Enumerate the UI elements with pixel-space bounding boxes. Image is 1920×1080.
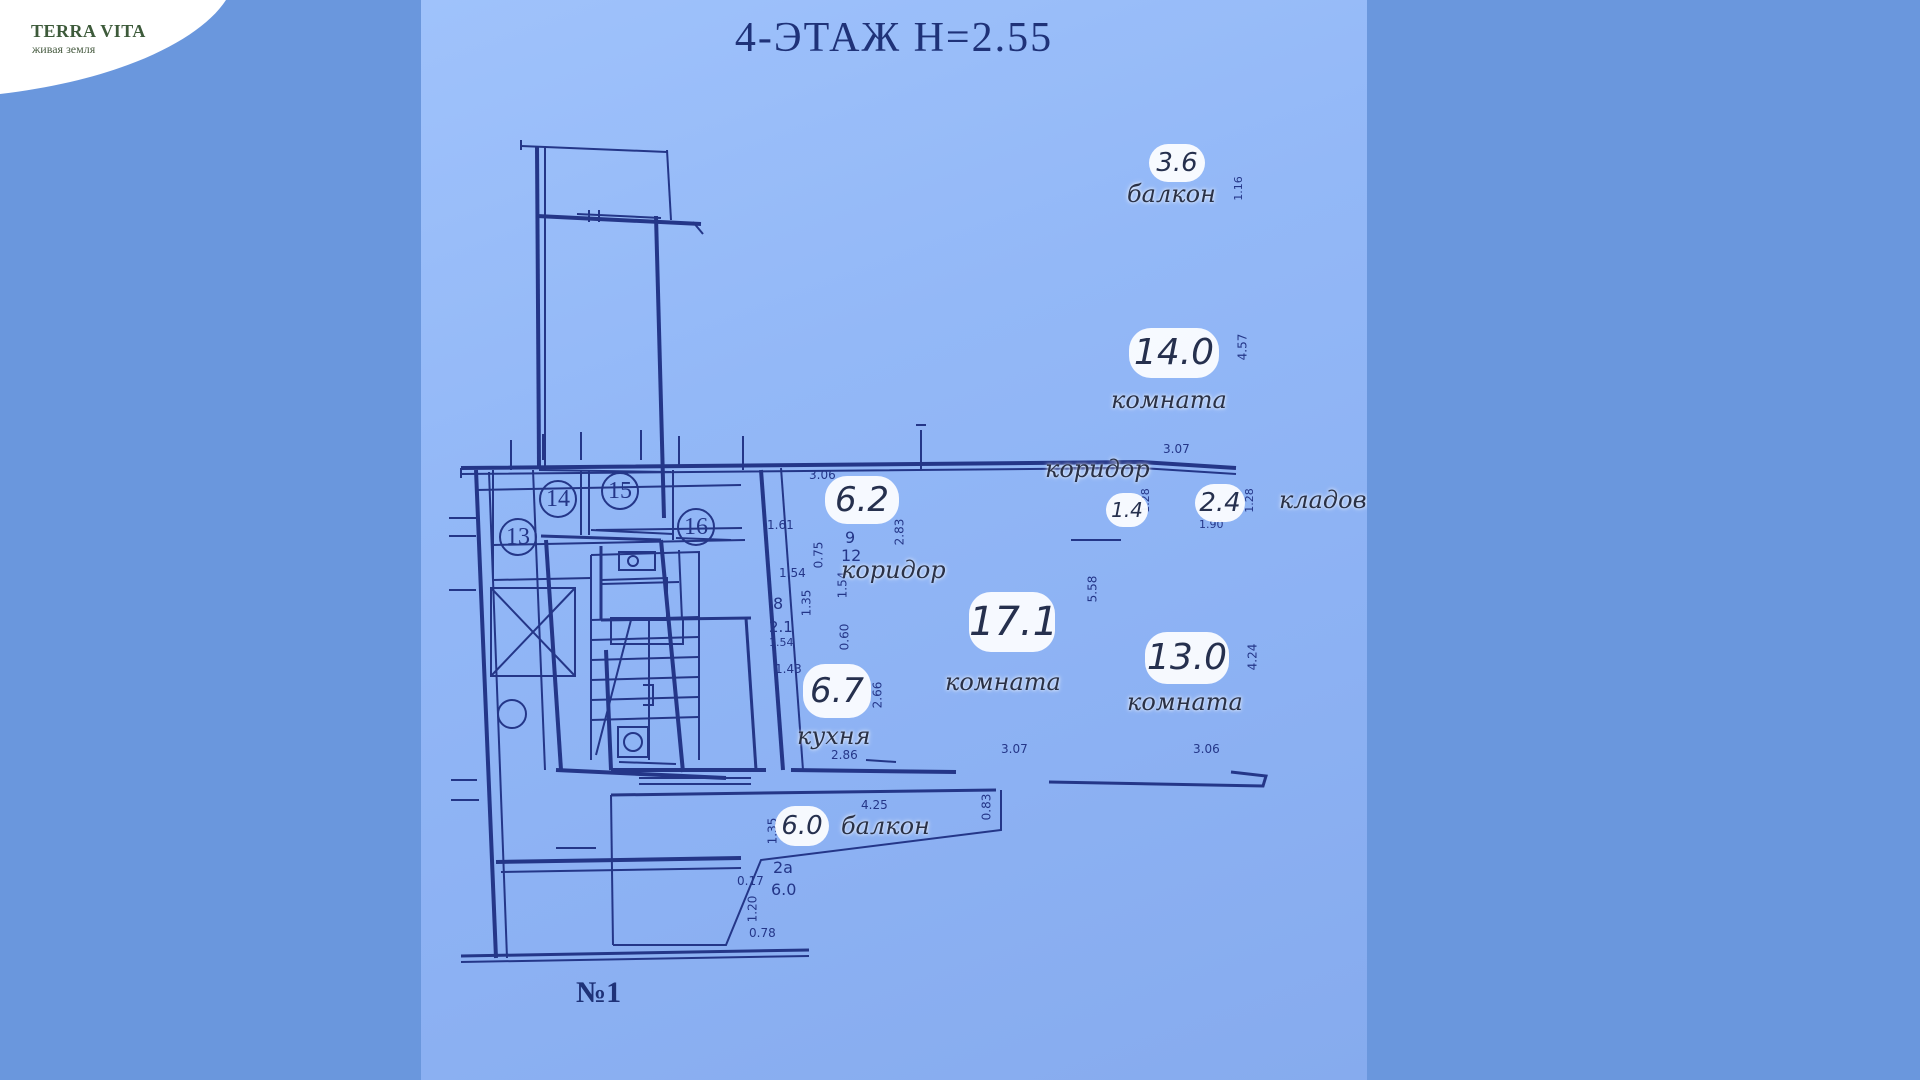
logo-subtitle: живая земля [32, 42, 96, 56]
label-corridor-left: коридор [841, 556, 946, 584]
stair-marker-13: 13 [499, 518, 537, 556]
dimension-label: 3.06 [809, 468, 836, 482]
stair-marker-15: 15 [601, 472, 639, 510]
floor-plan-sheet: 4-ЭТАЖ Н=2.55 [421, 0, 1367, 1080]
dimension-label: 3.07 [1163, 442, 1190, 456]
dimension-label: 2.86 [831, 748, 858, 762]
area-balcony-bottom: 6.0 [775, 806, 829, 846]
room-number: 2а [773, 858, 793, 877]
dimension-label: 1.61 [767, 518, 794, 532]
label-room-14: комната [1111, 386, 1227, 414]
dimension-label: 0.60 [837, 623, 852, 651]
area-storage: 2.4 [1195, 484, 1245, 522]
room-number: 8 [773, 594, 784, 613]
room-number: 9 [845, 528, 856, 547]
plan-title: 4-ЭТАЖ Н=2.55 [734, 15, 1054, 61]
label-room-13: комната [1127, 688, 1243, 716]
area-kitchen: 6.7 [803, 664, 871, 718]
label-corridor-right: коридор [1045, 455, 1150, 483]
label-kitchen: кухня [797, 722, 871, 750]
dimension-label: 0.83 [979, 793, 994, 821]
label-balcony-top: балкон [1127, 180, 1216, 208]
label-storage: кладовка [1279, 486, 1367, 514]
dimension-label: 4.25 [861, 798, 888, 812]
dimension-label: 0.75 [811, 541, 826, 569]
brand-logo: TERRA VITA живая земля [0, 0, 240, 100]
area-corridor-left: 6.2 [825, 476, 899, 524]
logo-corner-shape [0, 0, 226, 94]
dimension-label: 1.54 [779, 566, 806, 580]
stair-marker-14: 14 [539, 480, 577, 518]
area-room-13: 13.0 [1145, 632, 1229, 684]
dimension-label: 1.35 [799, 589, 814, 617]
dimension-label: 3.07 [1001, 742, 1028, 756]
dimension-label: 4.57 [1235, 333, 1250, 361]
dimension-label: 1.16 [1231, 176, 1245, 201]
area-room-17: 17.1 [969, 592, 1058, 652]
dimension-label: 4.24 [1245, 643, 1260, 671]
area-corridor-right: 1.4 [1106, 493, 1148, 527]
stair-marker-16: 16 [677, 508, 715, 546]
dimension-label: 0.17 [737, 874, 764, 888]
dimension-label: 1.20 [745, 895, 760, 923]
dimension-label: 2.66 [870, 681, 885, 709]
dimension-label: 1.43 [775, 662, 802, 676]
dimension-label: 0.78 [749, 926, 776, 940]
drawing-number: №1 [576, 976, 622, 1009]
room-number: 12 [841, 546, 862, 565]
area-room-14: 14.0 [1129, 328, 1219, 378]
area-balcony-top: 3.6 [1149, 144, 1205, 182]
dimension-label: 2.83 [892, 518, 907, 546]
dimension-label: 6.0 [771, 880, 797, 899]
label-room-17: комната [945, 668, 1061, 696]
label-balcony-bottom: балкон [841, 812, 930, 840]
dimension-label: 3.06 [1193, 742, 1220, 756]
dimension-label: 1.54 [769, 636, 794, 649]
dimension-label: 2.1 [769, 618, 793, 636]
logo-title: TERRA VITA [31, 21, 146, 41]
dimension-label: 5.58 [1085, 575, 1100, 603]
